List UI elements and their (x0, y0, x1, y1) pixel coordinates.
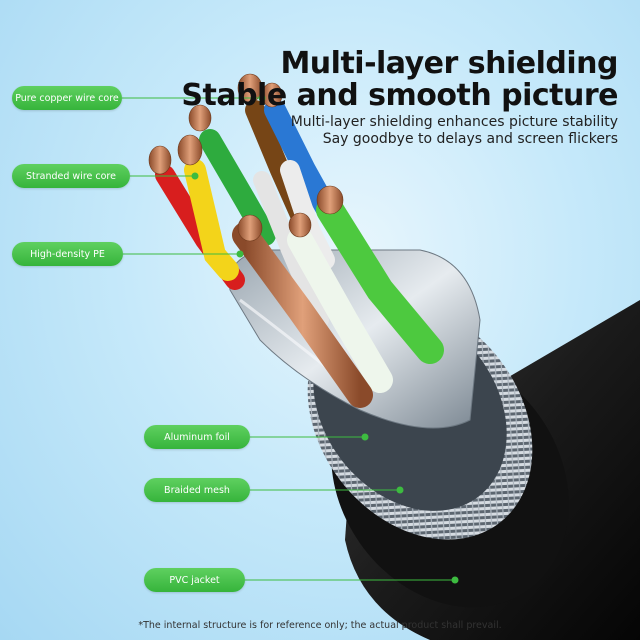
footnote: *The internal structure is for reference… (138, 620, 502, 631)
subheadline-line-1: Multi-layer shielding enhances picture s… (290, 114, 618, 130)
headline-line-1: Multi-layer shielding (280, 46, 618, 81)
label-braided-mesh: Braided mesh (144, 478, 250, 502)
label-stranded-wire-core: Stranded wire core (12, 164, 130, 188)
label-pure-copper-wire-core: Pure copper wire core (12, 86, 122, 110)
copper-strand-tips (148, 73, 344, 242)
headline-line-2: Stable and smooth picture (181, 78, 618, 113)
label-pvc-jacket: PVC jacket (144, 568, 245, 592)
label-high-density-pe: High-density PE (12, 242, 123, 266)
callout-lines (122, 94, 459, 584)
subheadline-line-2: Say goodbye to delays and screen flicker… (322, 131, 618, 147)
label-aluminum-foil: Aluminum foil (144, 425, 250, 449)
